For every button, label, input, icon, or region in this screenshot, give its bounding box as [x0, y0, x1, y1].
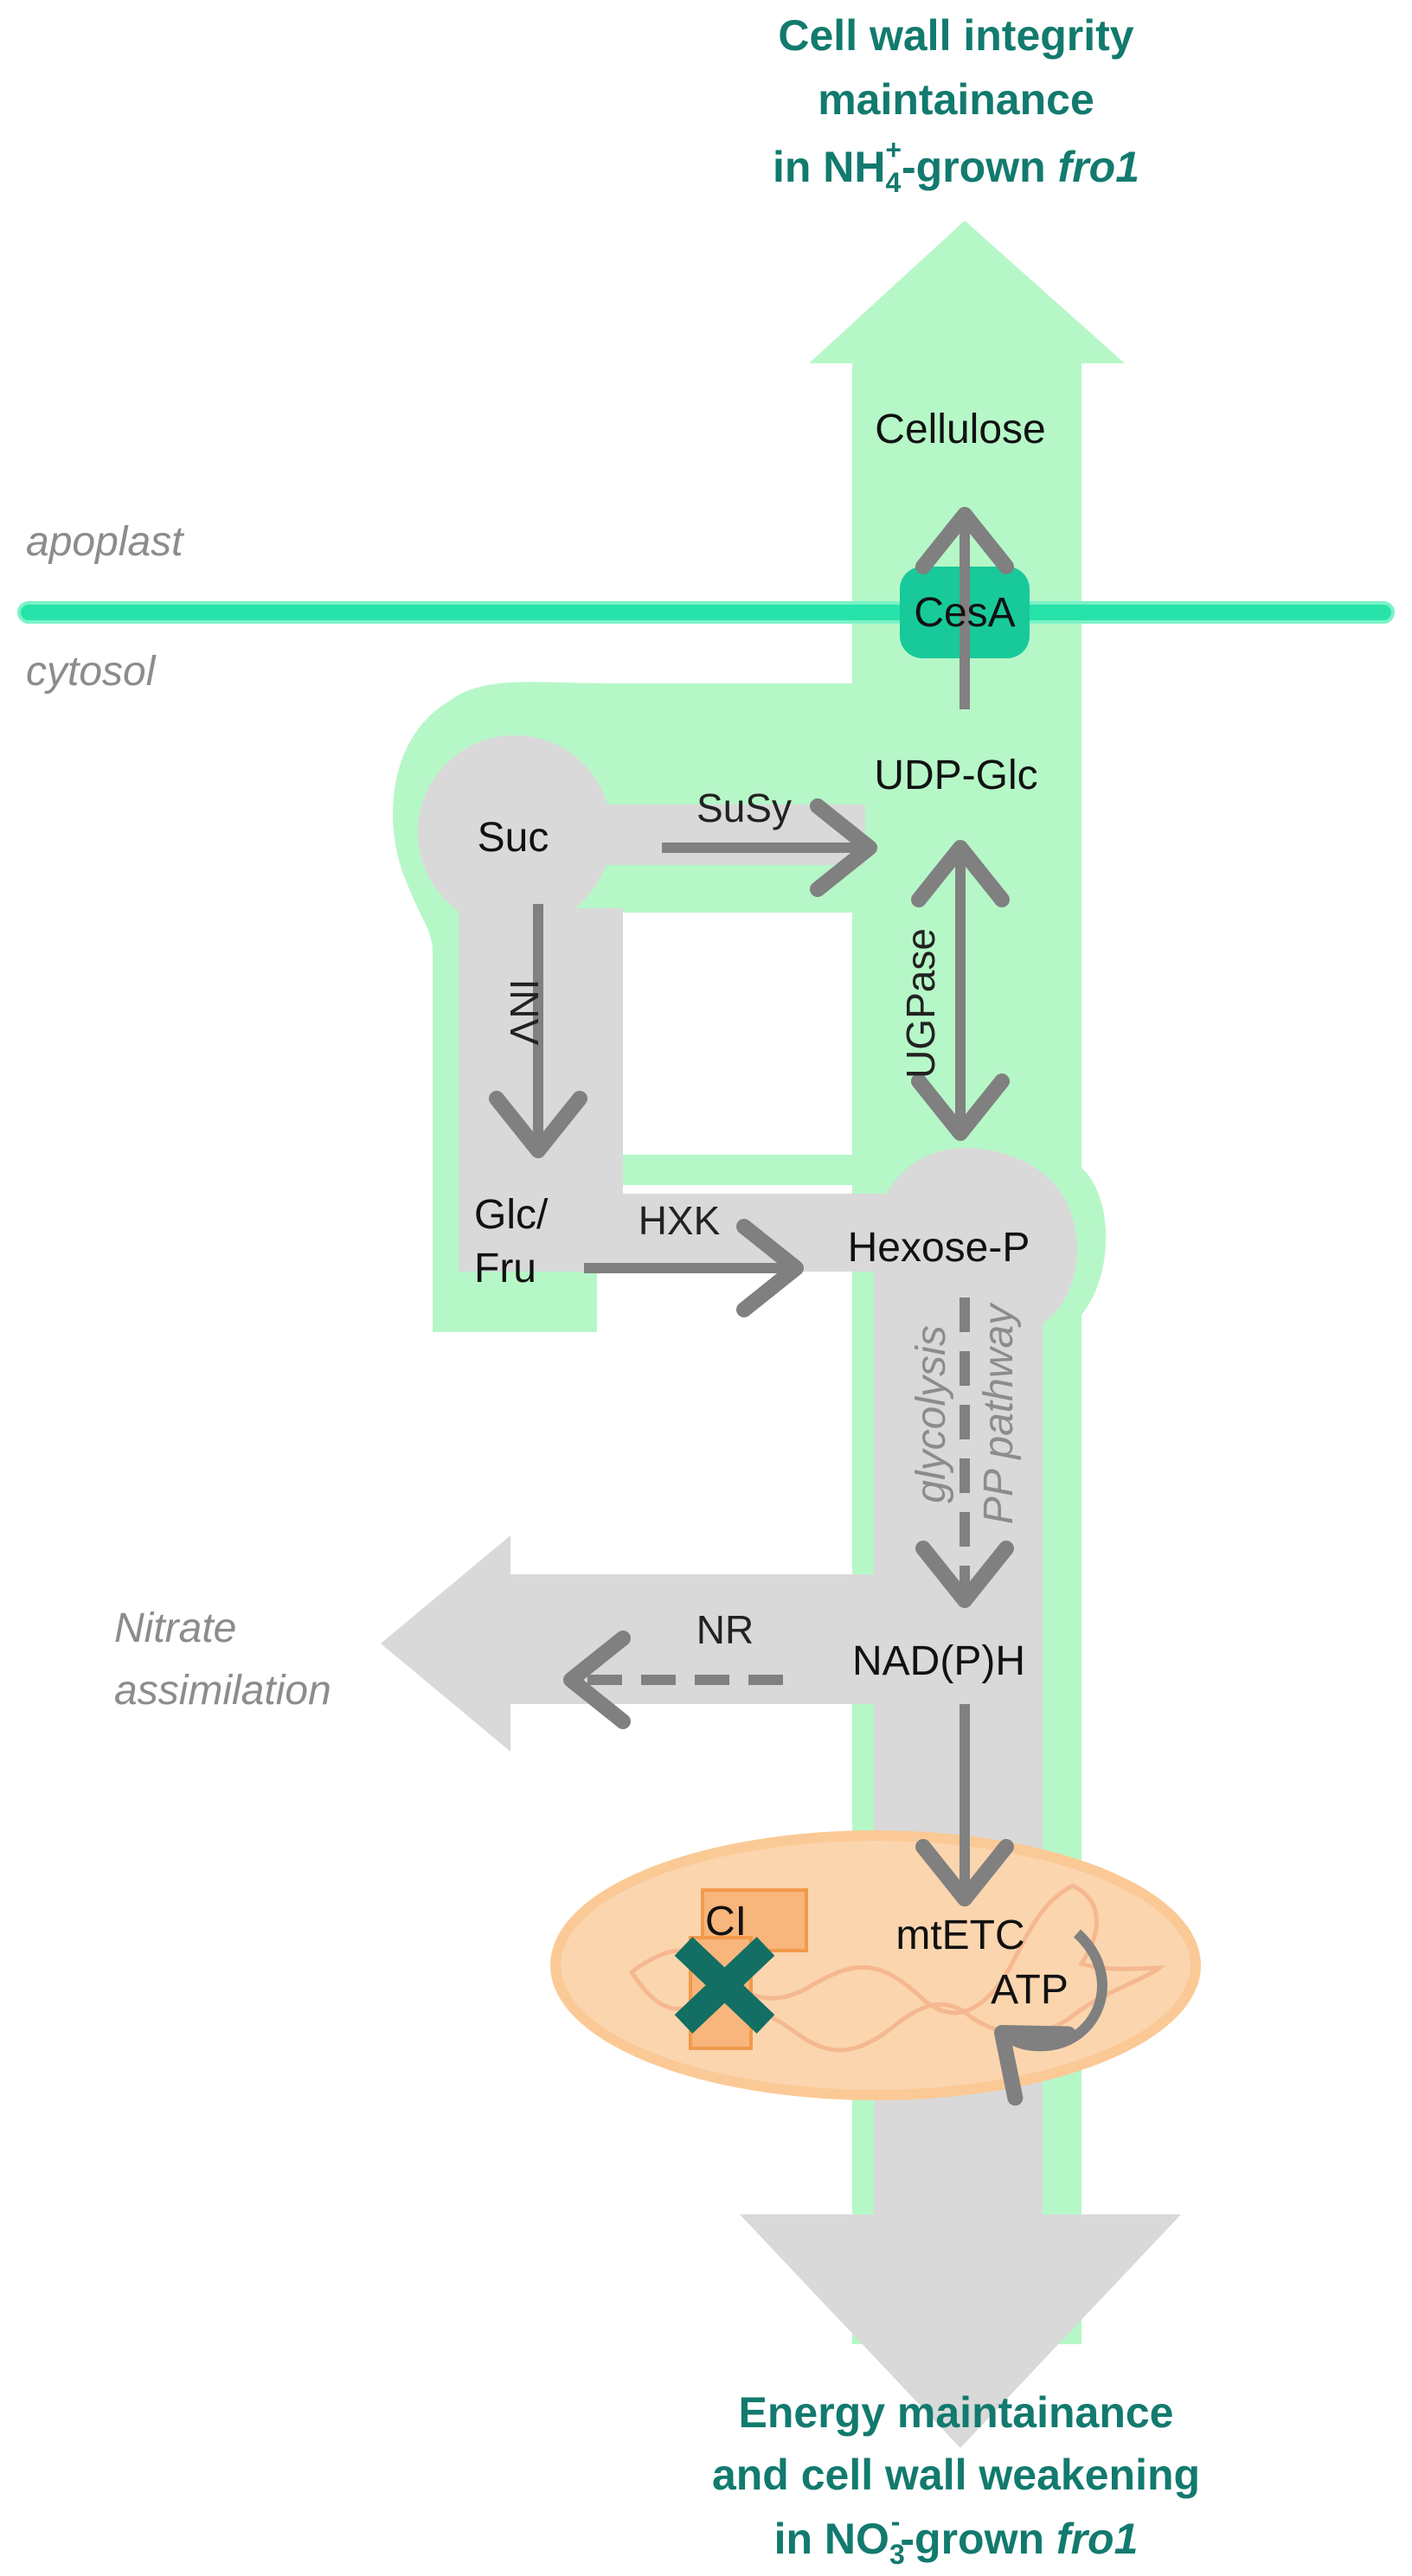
cesa-label: CesA [914, 590, 1015, 636]
susy-label: SuSy [696, 785, 792, 830]
udp-glc-label: UDP-Glc [874, 753, 1037, 798]
top-title-subscript: 4 [886, 167, 902, 198]
reaction-arrows [489, 507, 1014, 1906]
bottom-title-prefix: in NO [774, 2515, 889, 2563]
top-title-superscript: + [885, 134, 902, 165]
mtetc-label: mtETC [895, 1913, 1024, 1958]
top-title-line2: maintainance [818, 75, 1094, 124]
glycolysis-label: glycolysis [908, 1325, 954, 1503]
inv-label: INV [502, 979, 547, 1046]
hxk-label: HXK [639, 1198, 721, 1243]
glc-label-line2: Fru [474, 1246, 536, 1291]
ugpase-label: UGPase [898, 928, 943, 1079]
suc-label: Suc [478, 815, 549, 861]
bottom-title-line1: Energy maintainance [739, 2388, 1174, 2437]
top-title-line1: Cell wall integrity [778, 11, 1133, 60]
nr-label: NR [696, 1607, 754, 1652]
plasma-membrane [17, 601, 1395, 624]
nitrate-label-line2: assimilation [114, 1668, 331, 1714]
top-title-mid: -grown [902, 143, 1058, 191]
bottom-title-subscript: 3 [889, 2539, 905, 2570]
top-title-genotype: fro1 [1058, 143, 1139, 191]
cytosol-label: cytosol [26, 649, 157, 695]
top-title-line3: in NH4+-grown fro1 [773, 134, 1139, 198]
nitrate-label-line1: Nitrate [114, 1605, 236, 1651]
cellulose-label: Cellulose [875, 407, 1045, 452]
ci-label: CI [705, 1899, 747, 1945]
top-title: Cell wall integrity maintainance in NH4+… [773, 11, 1139, 198]
pp-pathway-label: PP pathway [976, 1302, 1022, 1524]
nadph-label: NAD(P)H [852, 1638, 1025, 1684]
apoplast-label: apoplast [26, 519, 184, 565]
bottom-title-line2: and cell wall weakening [712, 2451, 1200, 2499]
bottom-title-genotype: fro1 [1056, 2515, 1138, 2563]
bottom-title-line3: in NO3--grown fro1 [774, 2506, 1139, 2570]
inhibition-x-mark [674, 1937, 775, 2034]
hexose-p-label: Hexose-P [848, 1225, 1030, 1271]
bottom-title-superscript: - [891, 2506, 901, 2537]
glc-label-line1: Glc/ [474, 1192, 549, 1238]
bottom-title-mid: -grown [900, 2515, 1056, 2563]
bottom-title: Energy maintainance and cell wall weaken… [712, 2388, 1200, 2570]
top-title-prefix: in NH [773, 143, 886, 191]
atp-label: ATP [991, 1967, 1069, 2013]
atp-cycle-arrow [994, 1929, 1107, 2106]
